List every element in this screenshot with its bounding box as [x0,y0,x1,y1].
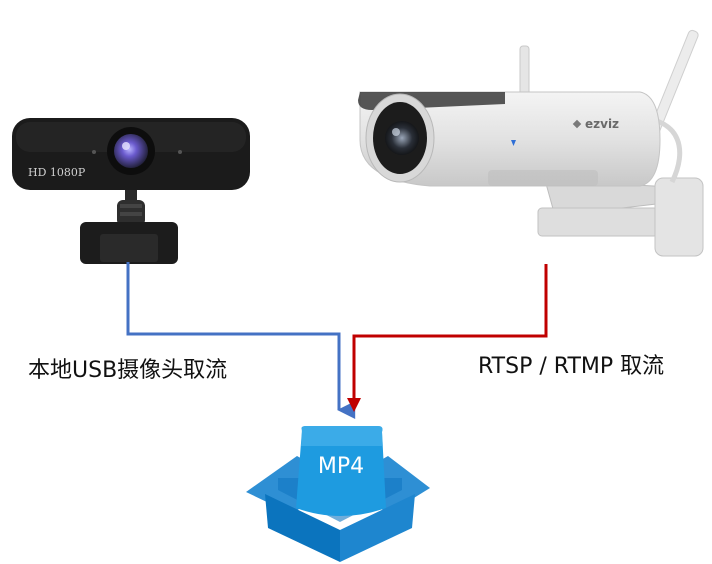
webcam-hd-badge: HD 1080P [28,166,86,179]
ip-camera: ezviz [358,29,704,257]
rtsp-stream-label: RTSP / RTMP 取流 [478,354,665,379]
mp4-box-icon: MP4 [246,426,430,562]
usb-webcam: HD 1080P [12,118,250,264]
ip-camera-brand: ezviz [585,117,619,131]
ip-camera-lens-icon [385,121,419,155]
ip-camera-body [359,91,661,187]
usb-stream-label: 本地USB摄像头取流 [28,358,228,383]
usb-flow-line [126,262,356,419]
rtsp-arrowhead [347,398,361,412]
mp4-label: MP4 [318,454,364,479]
mp4-label-panel [296,426,386,516]
rtsp-flow-line [352,264,548,400]
